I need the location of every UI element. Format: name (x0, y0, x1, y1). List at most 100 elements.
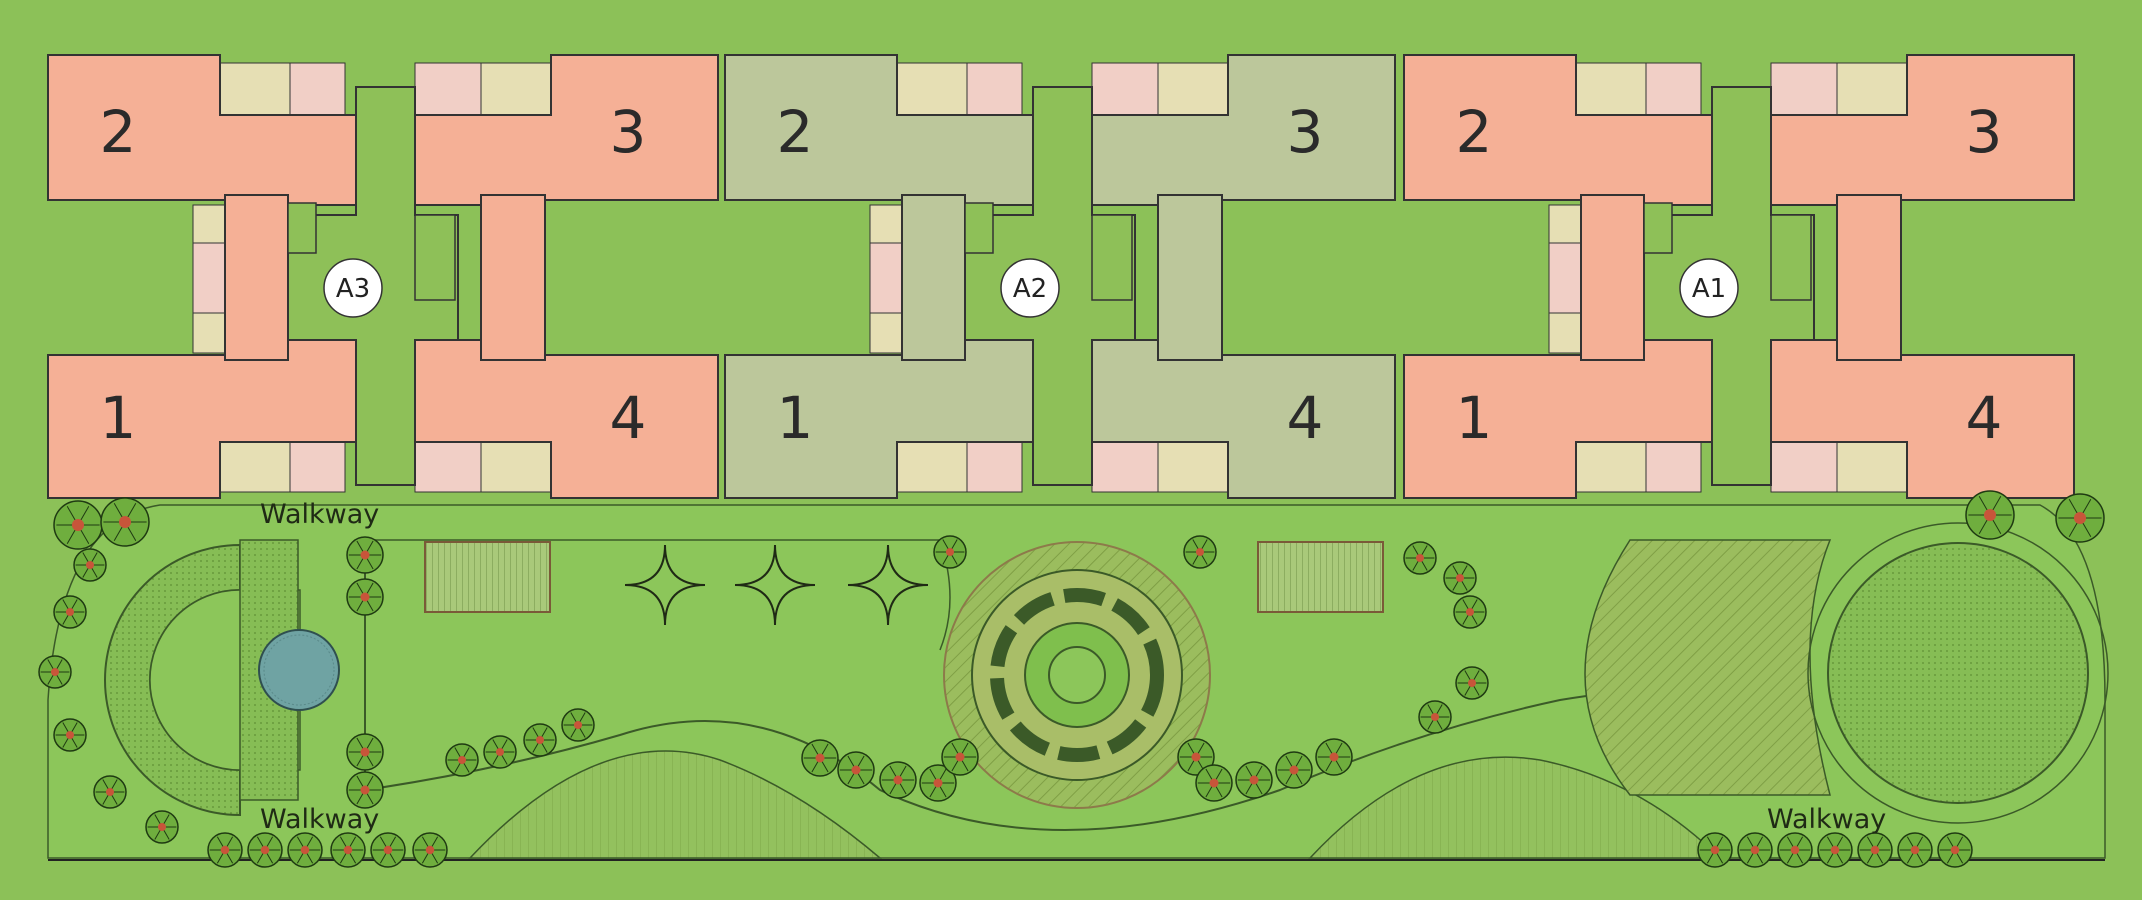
tree-icon (346, 771, 384, 809)
tree-icon (1697, 832, 1733, 868)
balcony (1836, 62, 1908, 116)
tree-icon (1418, 700, 1452, 734)
tree-icon (93, 775, 127, 809)
unit-number-3: 3 (610, 98, 647, 166)
tree-icon (1183, 535, 1217, 569)
balcony (192, 312, 226, 354)
spine-right (1157, 194, 1223, 361)
balcony (480, 441, 552, 493)
balcony (1548, 204, 1582, 244)
tree-icon (287, 832, 323, 868)
central-plaza-core (1048, 646, 1106, 704)
balcony (289, 441, 346, 493)
lift-lobby (964, 202, 994, 254)
tower-tag-badge (1000, 258, 1060, 318)
balcony (1091, 62, 1159, 116)
balcony (414, 441, 482, 493)
tower-a3: A3 1 2 3 4 (47, 54, 719, 499)
tree-icon (2055, 493, 2105, 543)
tower-tag-label: A2 (1013, 274, 1047, 304)
tree-icon (247, 832, 283, 868)
tree-icon (1937, 832, 1973, 868)
tree-icon (445, 743, 479, 777)
tree-icon (412, 832, 448, 868)
lift-lobby (1643, 202, 1673, 254)
balcony (1157, 441, 1229, 493)
balcony (1770, 62, 1838, 116)
tower-tag-label: A3 (336, 274, 370, 304)
water-feature (258, 629, 340, 711)
balcony (480, 62, 552, 116)
unit-number-4: 4 (1966, 384, 2003, 452)
tree-icon (53, 595, 87, 629)
walkway-label-bottom-right: Walkway (1767, 804, 1886, 835)
tree-icon (561, 708, 595, 742)
balcony (1770, 441, 1838, 493)
unit-number-2: 2 (100, 98, 137, 166)
balcony (1645, 62, 1702, 116)
balcony (1548, 312, 1582, 354)
water-feature-inner (263, 634, 335, 706)
curving-footpath (364, 540, 1661, 831)
lawn-arc-left (468, 750, 883, 859)
unit-number-2: 2 (777, 98, 814, 166)
balcony (1645, 441, 1702, 493)
spine-right (1836, 194, 1902, 361)
spine-left (224, 194, 289, 361)
balcony (966, 62, 1023, 116)
balcony (289, 62, 346, 116)
tree-icon (879, 761, 917, 799)
tree-icon (370, 832, 406, 868)
balcony (192, 242, 226, 314)
unit-number-1: 1 (100, 384, 137, 452)
tree-icon (1777, 832, 1813, 868)
walkway-label-bottom-left: Walkway (260, 804, 379, 835)
balcony (896, 441, 968, 493)
tree-icon (1315, 738, 1353, 776)
tree-icon (330, 832, 366, 868)
tree-icon (1275, 751, 1313, 789)
tree-icon (1235, 761, 1273, 799)
tree-icon (1403, 541, 1437, 575)
hatched-court (1584, 539, 1832, 796)
tree-icon (1817, 832, 1853, 868)
balcony (219, 441, 291, 493)
central-plaza-seating (990, 588, 1164, 762)
lawn-arc-right (1308, 756, 1722, 859)
circular-lawn (1827, 542, 2089, 804)
lift-lobby (287, 202, 317, 254)
balcony (869, 312, 903, 354)
tree-icon (38, 655, 72, 689)
unit-number-4: 4 (1287, 384, 1324, 452)
tree-icon (346, 578, 384, 616)
tree-icon (207, 832, 243, 868)
landscape: Walkway Walkway Walkway (38, 490, 2109, 868)
unit-number-4: 4 (610, 384, 647, 452)
trees (38, 490, 2105, 868)
tree-icon (1965, 490, 2015, 540)
balcony (1091, 441, 1159, 493)
balcony (1575, 62, 1647, 116)
tree-icon (523, 723, 557, 757)
walkway-label-top: Walkway (260, 499, 379, 530)
tree-icon (1453, 595, 1487, 629)
balcony (869, 204, 903, 244)
tree-icon (53, 718, 87, 752)
balcony (1157, 62, 1229, 116)
tree-icon (933, 535, 967, 569)
tree-icon (1857, 832, 1893, 868)
unit-number-2: 2 (1456, 98, 1493, 166)
tree-icon (1195, 764, 1233, 802)
stair-block (414, 214, 456, 301)
tree-icon (801, 739, 839, 777)
balcony (1575, 441, 1647, 493)
unit-number-1: 1 (777, 384, 814, 452)
tree-icon (145, 810, 179, 844)
shade-sails (624, 544, 929, 626)
stair-block (1091, 214, 1133, 301)
tree-icon (73, 548, 107, 582)
tower-tag-badge (323, 258, 383, 318)
balcony (1836, 441, 1908, 493)
